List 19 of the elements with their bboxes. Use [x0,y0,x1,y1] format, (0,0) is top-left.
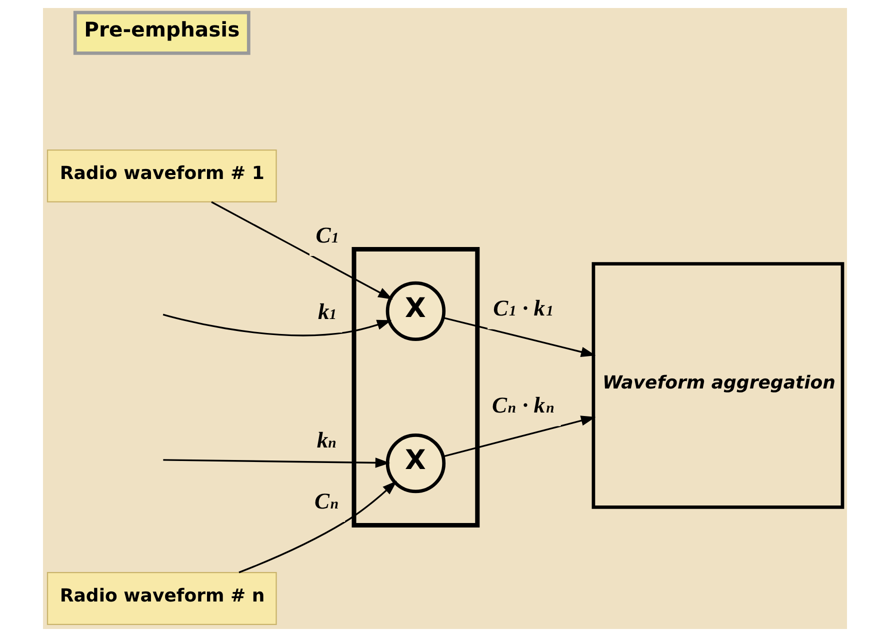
edge-label: Cn [314,488,338,514]
arrow [442,416,596,458]
edge-label: C1 · k1 [493,296,554,321]
arrow [238,480,397,574]
arrow [211,201,393,300]
node-box: Radio waveform # n [46,572,277,625]
cluster [352,246,480,528]
arrow [442,316,596,357]
edge-label: kn [316,428,336,453]
edge-label: k1 [318,299,337,324]
node-box: Radio waveform # 1 [46,149,277,202]
arrow [163,458,390,468]
node-box: Waveform aggregation [592,262,844,509]
edge-label: C1 [316,222,339,248]
arrow [162,314,392,336]
node-circle: X [386,433,446,494]
node-box: Pre-emphasis [73,10,250,55]
node-circle: X [386,281,446,342]
edge-label: Cn · kn [492,392,554,418]
